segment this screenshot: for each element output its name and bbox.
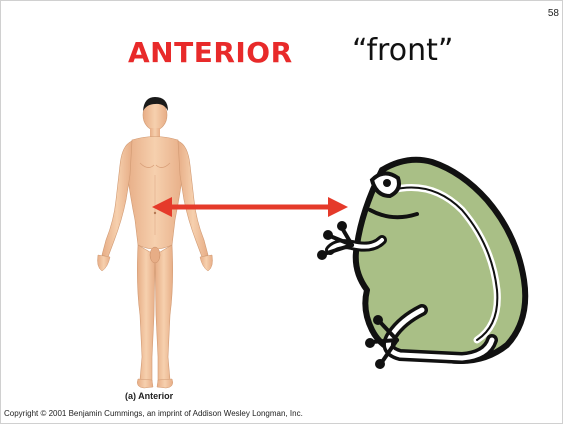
human-figure-caption: (a) Anterior <box>125 391 173 401</box>
slide-subtitle: “front” <box>352 33 453 68</box>
frog-icon <box>312 150 542 390</box>
slide-title: ANTERIOR <box>128 36 293 69</box>
page-number: 58 <box>548 8 559 19</box>
copyright-notice: Copyright © 2001 Benjamin Cummings, an i… <box>4 409 303 418</box>
human-figure-icon <box>80 95 230 395</box>
